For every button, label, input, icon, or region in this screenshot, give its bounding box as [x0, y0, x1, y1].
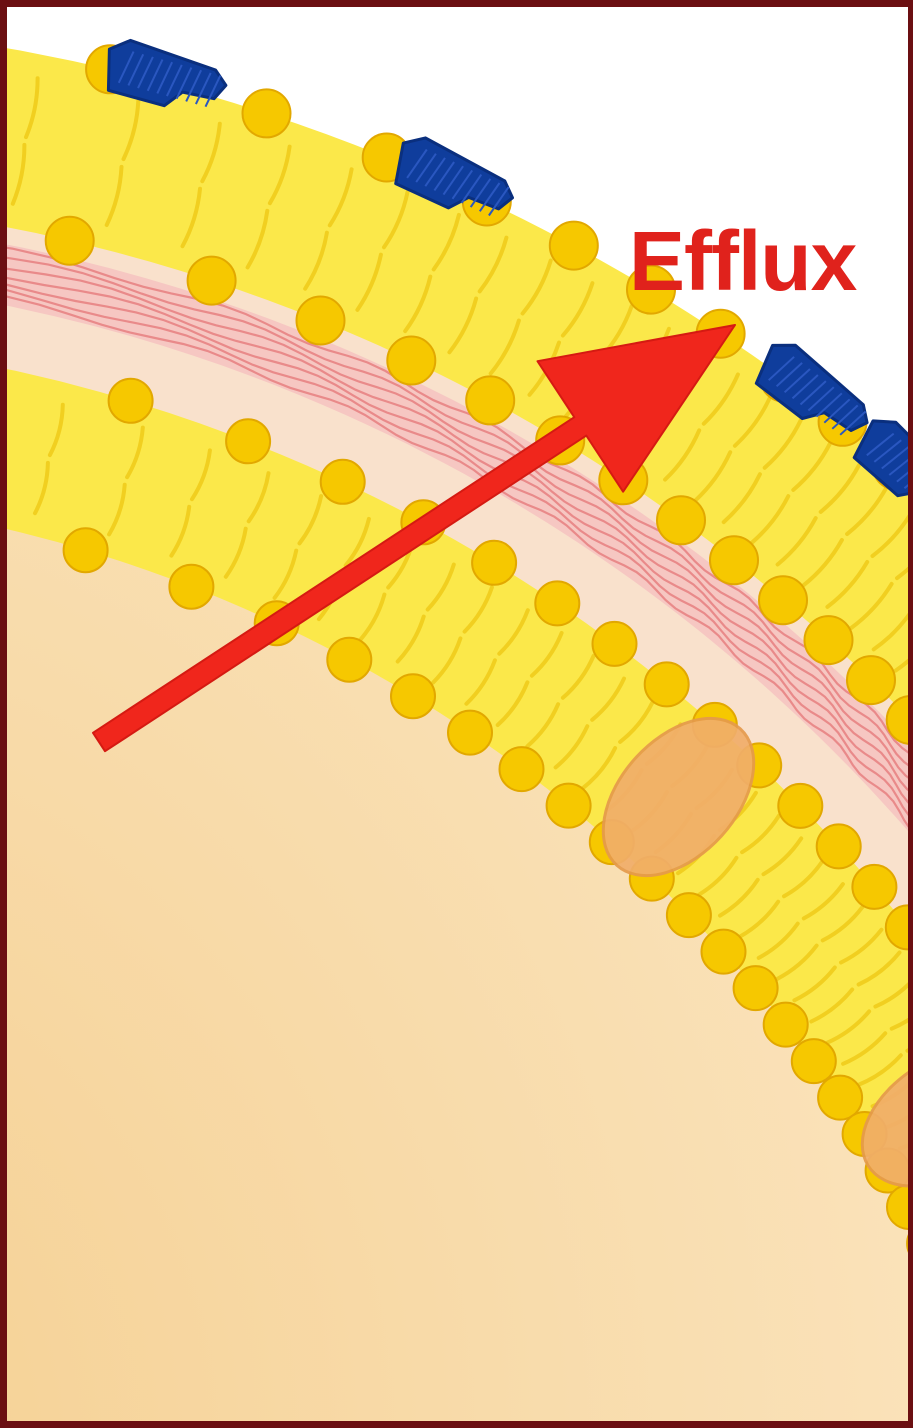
- phospholipid-icon: [387, 337, 435, 385]
- phospholipid-icon: [547, 784, 591, 828]
- phospholipid-icon: [710, 536, 758, 584]
- phospholipid-icon: [550, 222, 598, 270]
- phospholipid-icon: [64, 528, 108, 572]
- phospholipid-icon: [472, 541, 516, 585]
- phospholipid-icon: [500, 747, 544, 791]
- phospholipid-icon: [391, 674, 435, 718]
- phospholipid-icon: [759, 576, 807, 624]
- phospholipid-icon: [46, 217, 94, 265]
- phospholipid-icon: [847, 656, 895, 704]
- phospholipid-icon: [593, 622, 637, 666]
- phospholipid-icon: [702, 930, 746, 974]
- phospholipid-icon: [667, 893, 711, 937]
- efflux-label: Efflux: [629, 219, 856, 303]
- phospholipid-icon: [852, 865, 896, 909]
- phospholipid-icon: [734, 966, 778, 1010]
- phospholipid-icon: [297, 297, 345, 345]
- phospholipid-icon: [226, 419, 270, 463]
- phospholipid-icon: [169, 565, 213, 609]
- phospholipid-icon: [188, 257, 236, 305]
- phospholipid-icon: [764, 1003, 808, 1047]
- phospholipid-icon: [466, 376, 514, 424]
- phospholipid-icon: [321, 460, 365, 504]
- phospholipid-icon: [657, 496, 705, 544]
- phospholipid-icon: [109, 379, 153, 423]
- phospholipid-icon: [805, 616, 853, 664]
- phospholipid-icon: [535, 581, 579, 625]
- phospholipid-icon: [817, 824, 861, 868]
- phospholipid-icon: [243, 89, 291, 137]
- phospholipid-icon: [448, 711, 492, 755]
- phospholipid-icon: [778, 784, 822, 828]
- phospholipid-icon: [645, 662, 689, 706]
- phospholipid-icon: [792, 1039, 836, 1083]
- phospholipid-icon: [327, 638, 371, 682]
